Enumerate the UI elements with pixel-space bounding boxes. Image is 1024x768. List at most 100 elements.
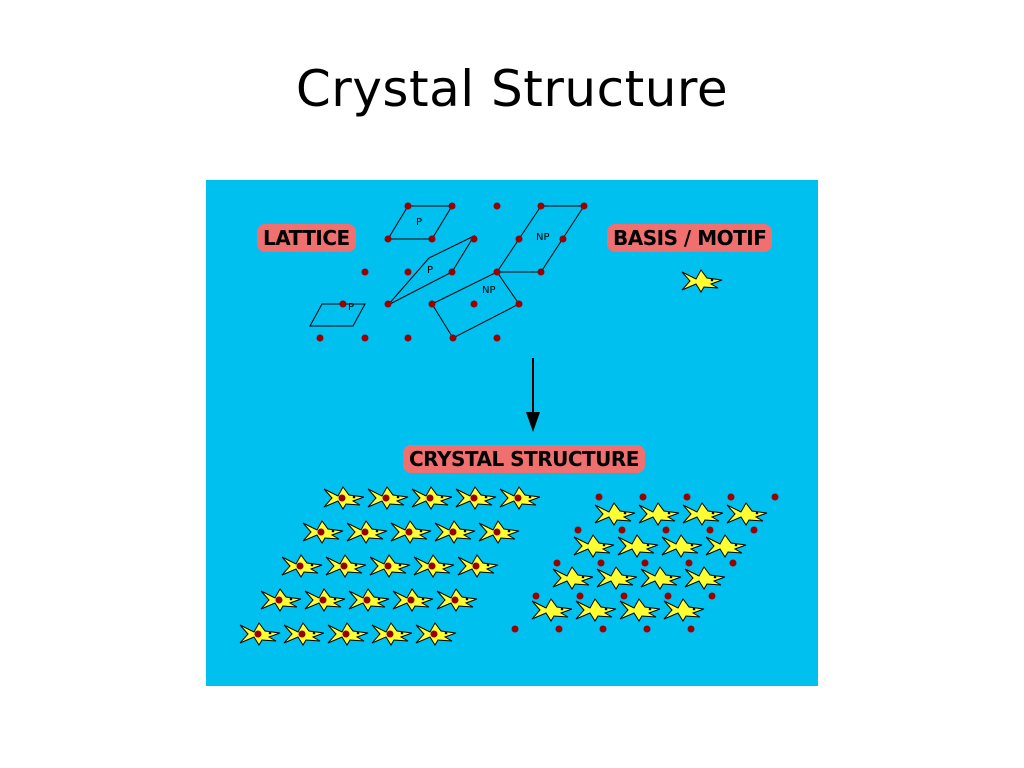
lattice-point: [361, 268, 369, 276]
lattice-point: [727, 493, 735, 501]
lattice-point: [493, 334, 501, 342]
crystal-fish: [640, 566, 682, 590]
crystal-fish: [661, 534, 703, 558]
lattice-cell-labels: P P P NP NP: [348, 217, 550, 313]
lattice-point: [426, 494, 434, 502]
lattice-point: [662, 526, 670, 534]
lattice-point: [708, 592, 716, 600]
lattice-point: [384, 235, 392, 243]
lattice-point: [404, 202, 412, 210]
lattice-point: [641, 559, 649, 567]
crystal-fish: [573, 534, 615, 558]
lattice-point: [687, 625, 695, 633]
lattice-point: [595, 493, 603, 501]
lattice-point: [559, 235, 567, 243]
lattice-point: [275, 596, 283, 604]
lattice-point: [618, 526, 626, 534]
lattice-point: [448, 268, 456, 276]
lattice-point: [448, 202, 456, 210]
lattice-point: [574, 526, 582, 534]
lattice-point: [537, 268, 545, 276]
cell-label: NP: [536, 232, 550, 243]
lattice-point: [449, 528, 457, 536]
lattice-point: [361, 528, 369, 536]
lattice-point: [382, 494, 390, 502]
crystal-fish: [705, 534, 747, 558]
lattice-point: [407, 596, 415, 604]
lattice-point: [515, 235, 523, 243]
cell-label: NP: [482, 285, 496, 296]
lattice-point: [338, 494, 346, 502]
lattice-point: [339, 300, 347, 308]
cell-label: P: [348, 302, 354, 313]
crystal-structure-label: CRYSTAL STRUCTURE: [403, 445, 645, 473]
lattice-point: [553, 559, 561, 567]
lattice-point: [555, 625, 563, 633]
lattice-point: [771, 493, 779, 501]
crystal-fish: [594, 502, 636, 526]
cell-label: P: [416, 217, 422, 228]
crystal-right-block: [511, 493, 779, 633]
lattice-point: [428, 235, 436, 243]
lattice-point: [428, 300, 436, 308]
lattice-point: [361, 334, 369, 342]
crystal-structure-diagram: P P P NP NP: [206, 180, 818, 686]
cell-p-left: [309, 303, 366, 327]
arrow-down-icon: [526, 358, 540, 432]
lattice-point: [384, 300, 392, 308]
lattice-point: [449, 334, 457, 342]
lattice-point: [254, 630, 262, 638]
lattice-point: [430, 630, 438, 638]
crystal-fish: [575, 598, 617, 622]
lattice-point: [750, 526, 758, 534]
lattice-point: [493, 528, 501, 536]
crystal-fish: [552, 566, 594, 590]
lattice-point: [428, 562, 436, 570]
lattice-point: [643, 625, 651, 633]
lattice-point: [386, 630, 394, 638]
lattice-point: [319, 596, 327, 604]
lattice-point: [404, 334, 412, 342]
lattice-point: [296, 562, 304, 570]
cell-label: P: [427, 265, 433, 276]
lattice-point: [340, 562, 348, 570]
crystal-fish: [531, 598, 573, 622]
crystal-fish: [684, 566, 726, 590]
lattice-point: [316, 334, 324, 342]
motif-fish: [681, 269, 723, 293]
lattice-point: [470, 235, 478, 243]
lattice-point: [576, 592, 584, 600]
crystal-left-block: [239, 486, 541, 646]
lattice-point: [384, 562, 392, 570]
slide-title: Crystal Structure: [295, 60, 729, 118]
lattice-point: [451, 596, 459, 604]
lattice-point: [706, 526, 714, 534]
lattice-point: [597, 559, 605, 567]
crystal-fish: [638, 502, 680, 526]
lattice-point: [620, 592, 628, 600]
lattice-point: [298, 630, 306, 638]
lattice-point: [493, 202, 501, 210]
lattice-label: LATTICE: [257, 224, 356, 252]
lattice-point: [729, 559, 737, 567]
lattice-points: [316, 202, 588, 342]
lattice-point: [537, 202, 545, 210]
lattice-point: [493, 268, 501, 276]
lattice-point: [515, 300, 523, 308]
lattice-point: [404, 268, 412, 276]
lattice-point: [363, 596, 371, 604]
lattice-point: [472, 562, 480, 570]
basis-motif-label: BASIS / MOTIF: [607, 224, 773, 252]
lattice-point: [685, 559, 693, 567]
lattice-point: [664, 592, 672, 600]
lattice-point: [470, 300, 478, 308]
lattice-point: [342, 630, 350, 638]
crystal-fish: [617, 534, 659, 558]
lattice-point: [532, 592, 540, 600]
lattice-point: [580, 202, 588, 210]
crystal-fish: [726, 502, 768, 526]
diagram-canvas: P P P NP NP: [239, 202, 779, 646]
lattice-point: [317, 528, 325, 536]
lattice-point: [599, 625, 607, 633]
lattice-point: [683, 493, 691, 501]
